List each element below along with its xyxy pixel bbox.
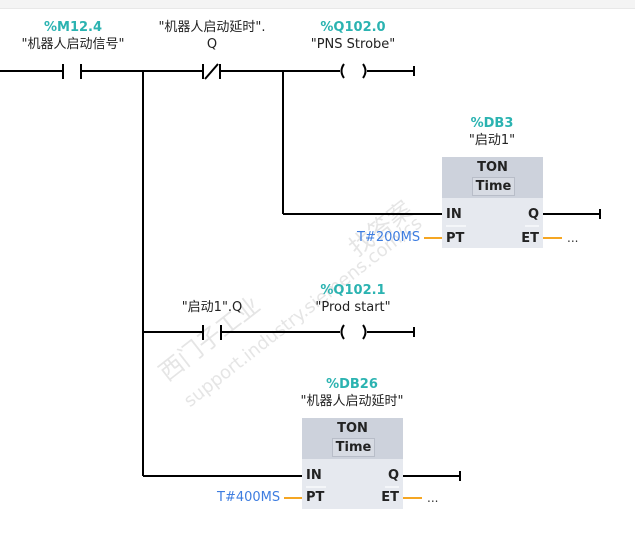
coil-left bbox=[340, 63, 345, 79]
et-value[interactable]: ... bbox=[427, 491, 439, 505]
block-subtype[interactable]: Time bbox=[472, 177, 515, 196]
timer-instance-name[interactable]: "机器人启动延时" bbox=[300, 394, 404, 409]
pt-value[interactable]: T#200MS bbox=[357, 230, 421, 245]
pin-divider bbox=[446, 225, 466, 227]
coil-left bbox=[340, 324, 345, 340]
pin-in: IN bbox=[306, 468, 322, 483]
ton-timer-block[interactable]: TON Time IN PT Q ET bbox=[302, 418, 403, 509]
et-value[interactable]: ... bbox=[567, 231, 579, 245]
pin-q: Q bbox=[387, 468, 399, 483]
contact-symbol[interactable]: "启动1".Q bbox=[181, 300, 243, 315]
nc-contact-member[interactable]: Q bbox=[206, 37, 218, 52]
contact-symbol[interactable]: "机器人启动信号" bbox=[21, 37, 125, 52]
contact-address: %M12.4 bbox=[43, 20, 103, 35]
coil-symbol[interactable]: "PNS Strobe" bbox=[310, 37, 396, 52]
ton-timer-block[interactable]: TON Time IN PT Q ET bbox=[442, 157, 543, 248]
coil-address: %Q102.1 bbox=[320, 283, 386, 298]
timer-db-address: %DB26 bbox=[326, 377, 378, 392]
pin-et: ET bbox=[381, 490, 399, 505]
pin-divider bbox=[306, 486, 326, 488]
nc-contact-symbol[interactable]: "机器人启动延时". bbox=[158, 20, 266, 35]
block-subtype[interactable]: Time bbox=[332, 438, 375, 457]
pin-q: Q bbox=[527, 207, 539, 222]
coil-right bbox=[362, 324, 367, 340]
coil-address: %Q102.0 bbox=[320, 20, 386, 35]
pin-pt: PT bbox=[306, 490, 325, 505]
pin-pt: PT bbox=[446, 231, 465, 246]
pin-in: IN bbox=[446, 207, 462, 222]
editor-top-border bbox=[0, 0, 635, 9]
coil-right bbox=[362, 63, 367, 79]
timer-db-address: %DB3 bbox=[470, 116, 514, 131]
nc-contact-slash bbox=[204, 63, 219, 80]
pin-et: ET bbox=[521, 231, 539, 246]
block-type: TON bbox=[477, 160, 508, 175]
block-type: TON bbox=[337, 421, 368, 436]
timer-instance-name[interactable]: "启动1" bbox=[468, 133, 516, 148]
pt-value[interactable]: T#400MS bbox=[217, 490, 281, 505]
pin-divider bbox=[385, 486, 399, 488]
pin-divider bbox=[525, 225, 539, 227]
coil-symbol[interactable]: "Prod start" bbox=[315, 300, 391, 315]
